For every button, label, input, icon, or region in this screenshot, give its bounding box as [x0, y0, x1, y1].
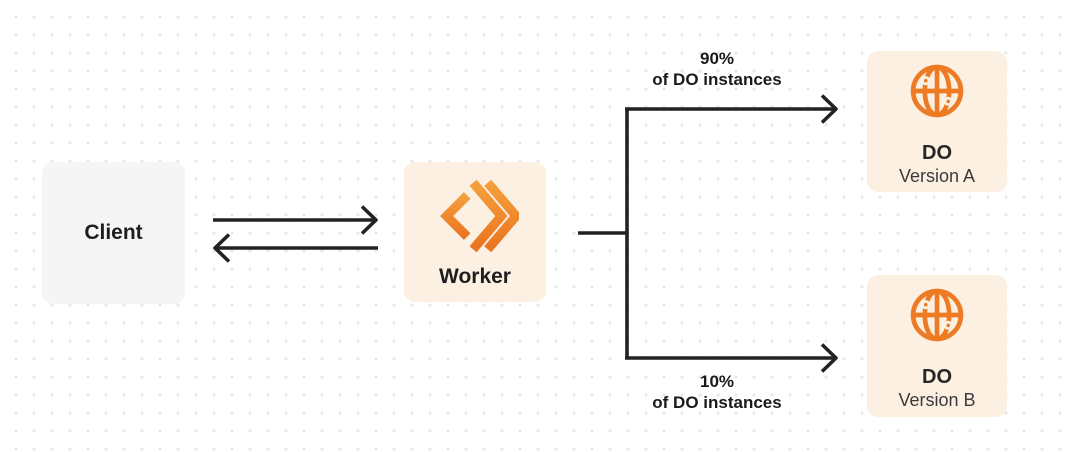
- arrow-to-do-version-a: [625, 94, 838, 124]
- globe-icon: [907, 285, 967, 345]
- branch-connector: [578, 109, 629, 358]
- top-branch-label: 90% of DO instances: [617, 48, 817, 90]
- do-version-b-title: DO: [922, 366, 952, 388]
- worker-node: Worker: [404, 162, 546, 302]
- do-version-b-subtitle: Version B: [898, 390, 976, 410]
- globe-icon: [907, 61, 967, 121]
- client-node-label: Client: [84, 221, 143, 244]
- worker-node-label: Worker: [439, 265, 511, 288]
- arrow-to-do-version-b: [625, 343, 838, 373]
- workers-logo-icon: [431, 172, 519, 260]
- do-version-a-title: DO: [922, 142, 952, 164]
- arrow-worker-to-client: [213, 233, 378, 263]
- bottom-branch-caption: of DO instances: [652, 393, 782, 412]
- do-version-b-node: DO Version B: [867, 275, 1007, 417]
- arrow-client-to-worker: [213, 205, 378, 235]
- top-branch-percentage: 90%: [699, 49, 735, 68]
- client-node: Client: [42, 162, 185, 304]
- bottom-branch-label: 10% of DO instances: [617, 371, 817, 413]
- bottom-branch-percentage: 10%: [699, 372, 735, 391]
- top-branch-caption: of DO instances: [652, 70, 782, 89]
- do-version-a-node: DO Version A: [867, 51, 1007, 192]
- do-version-a-subtitle: Version A: [898, 166, 976, 186]
